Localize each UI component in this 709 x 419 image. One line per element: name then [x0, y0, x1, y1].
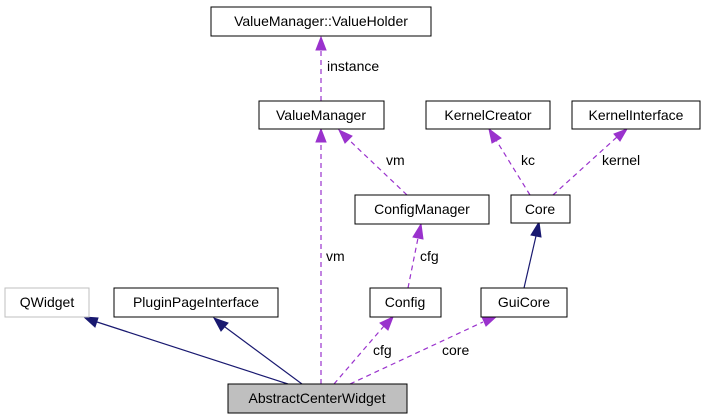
node-abstractcenterwidget[interactable]: AbstractCenterWidget	[227, 383, 408, 414]
edge-widget-pluginpageinterface	[212, 317, 303, 385]
edge-label-vm-top: vm	[386, 152, 405, 168]
svg-text:AbstractCenterWidget: AbstractCenterWidget	[249, 390, 386, 406]
node-guicore[interactable]: GuiCore	[480, 287, 568, 318]
node-kernelcreator[interactable]: KernelCreator	[425, 100, 551, 130]
edge-widget-qwidget	[82, 316, 289, 385]
edge-core-kernelinterface	[552, 128, 629, 196]
edge-label-kc: kc	[521, 152, 535, 168]
edge-widget-valuemanager	[315, 127, 327, 384]
node-config[interactable]: Config	[369, 287, 442, 318]
svg-text:ValueManager: ValueManager	[276, 107, 366, 123]
svg-text:KernelCreator: KernelCreator	[444, 107, 531, 123]
svg-text:PluginPageInterface: PluginPageInterface	[133, 294, 259, 310]
svg-text:KernelInterface: KernelInterface	[589, 107, 684, 123]
edge-label-cfg-top: cfg	[420, 248, 439, 264]
node-pluginpageinterface[interactable]: PluginPageInterface	[113, 287, 279, 318]
svg-text:QWidget: QWidget	[20, 294, 75, 310]
edge-label-core: core	[442, 342, 469, 358]
node-kernelinterface[interactable]: KernelInterface	[571, 100, 701, 130]
node-qwidget[interactable]: QWidget	[4, 287, 90, 318]
node-configmanager[interactable]: ConfigManager	[354, 194, 490, 225]
node-core[interactable]: Core	[510, 194, 571, 224]
edge-core-kernelcreator	[488, 127, 531, 196]
edge-label-vm-bottom: vm	[326, 248, 345, 264]
node-valuemanager-valueholder[interactable]: ValueManager::ValueHolder	[210, 6, 432, 37]
edge-guicore-core	[523, 220, 542, 289]
svg-text:Config: Config	[385, 294, 425, 310]
edge-valuemanager-valueholder	[315, 35, 327, 101]
node-valuemanager[interactable]: ValueManager	[258, 100, 385, 130]
svg-text:Core: Core	[525, 201, 556, 217]
svg-text:ValueManager::ValueHolder: ValueManager::ValueHolder	[234, 13, 408, 29]
svg-text:ConfigManager: ConfigManager	[374, 201, 470, 217]
edge-label-cfg-bottom: cfg	[373, 342, 392, 358]
edge-widget-config	[333, 316, 394, 385]
edge-configmanager-valuemanager	[337, 128, 408, 196]
edge-config-configmanager	[407, 222, 424, 289]
edge-label-instance: instance	[327, 58, 379, 74]
edge-label-kernel: kernel	[602, 152, 640, 168]
svg-text:GuiCore: GuiCore	[498, 294, 550, 310]
